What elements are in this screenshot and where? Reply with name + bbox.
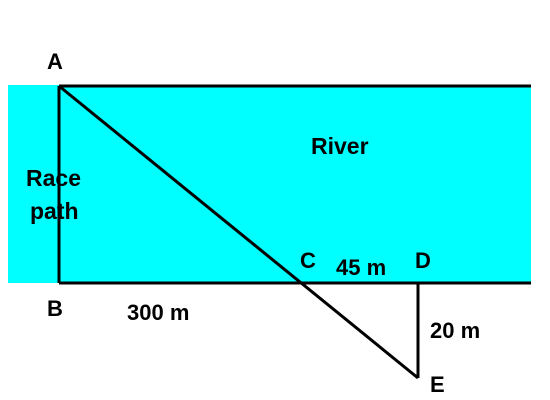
race-path-label-line1: Race xyxy=(26,165,81,191)
length-bc-label: 300 m xyxy=(127,300,189,325)
river-region xyxy=(8,85,531,283)
point-d-label: D xyxy=(415,248,431,273)
segment-ae xyxy=(58,84,419,380)
race-path-label-line2: path xyxy=(30,198,79,224)
length-de-label: 20 m xyxy=(430,318,480,343)
point-e-label: E xyxy=(430,372,445,397)
point-c-label: C xyxy=(300,248,316,273)
point-a-label: A xyxy=(47,49,63,74)
river-label: River xyxy=(311,133,369,159)
length-cd-label: 45 m xyxy=(336,255,386,280)
point-b-label: B xyxy=(47,296,63,321)
